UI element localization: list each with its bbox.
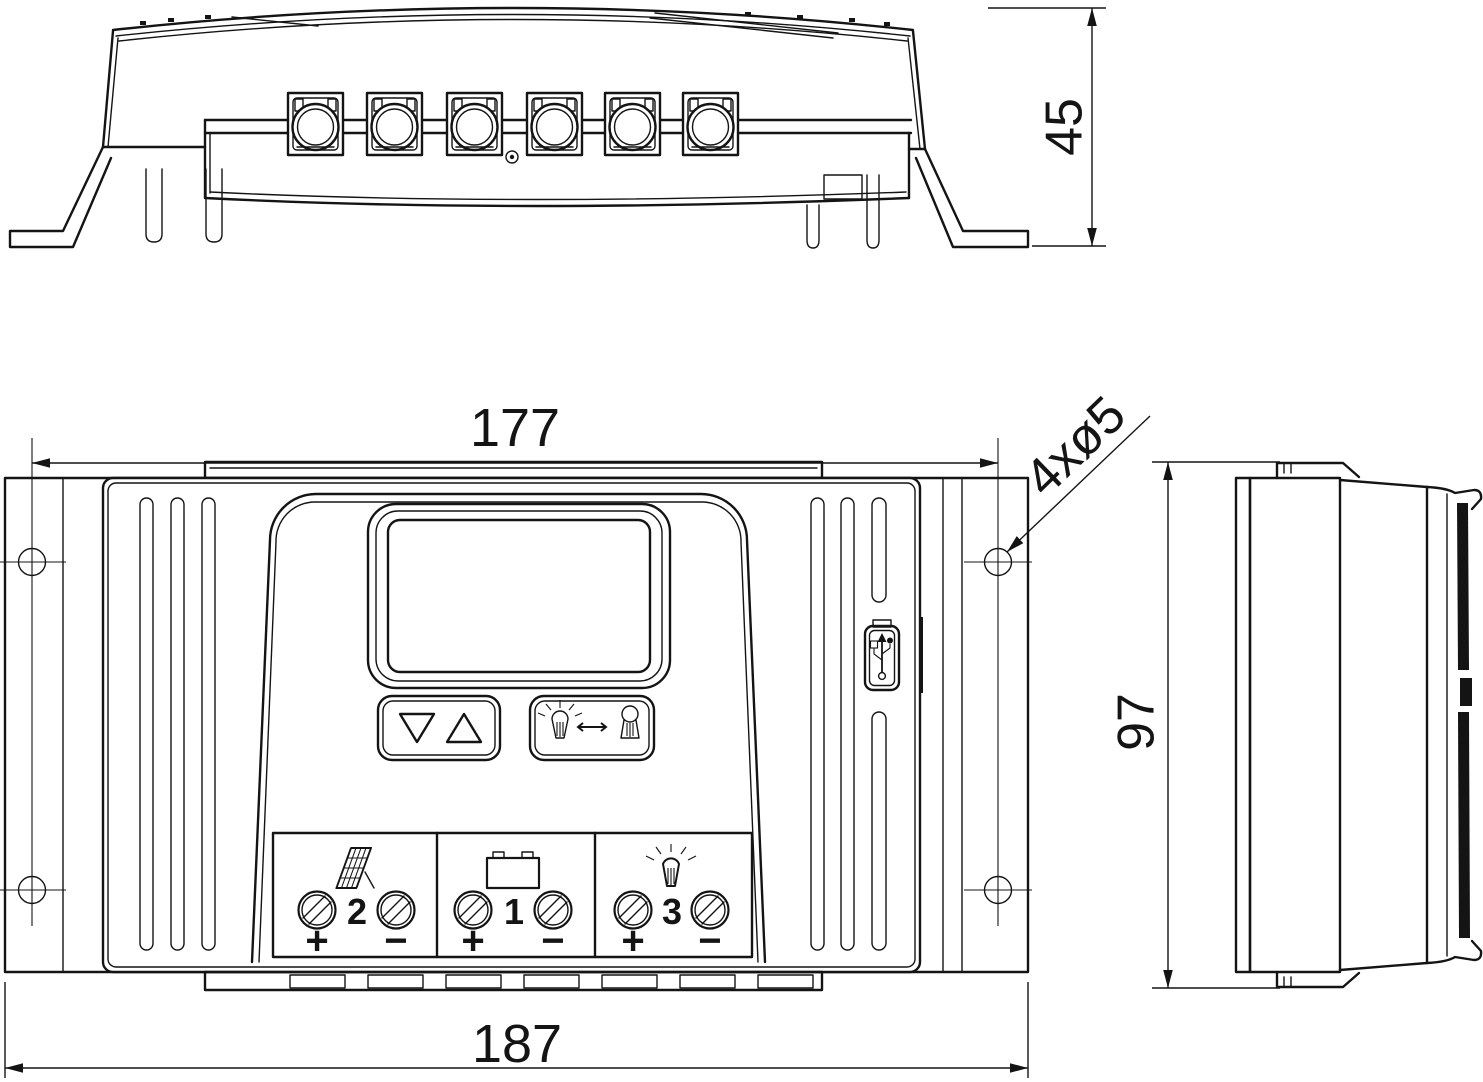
front-view: 2 + − [0, 386, 1151, 1078]
plus-sign: + [461, 919, 484, 963]
top-lid-strip [203, 460, 824, 480]
bottom-clip-tab [1275, 970, 1361, 989]
dim-label-187: 187 [472, 1014, 562, 1074]
terminal-block [365, 91, 424, 157]
dimension-97: 97 [1108, 461, 1280, 989]
screw-terminal[interactable] [533, 890, 573, 930]
dim-label-97: 97 [1108, 693, 1166, 751]
top-view-body [101, 29, 927, 208]
left-mounting-foot [8, 145, 113, 249]
terminal-block [286, 91, 345, 157]
minus-sign: − [541, 919, 564, 963]
terminal-block [603, 91, 662, 157]
solar-terminal-cell: 2 + − [297, 847, 416, 963]
terminal-block [445, 91, 504, 157]
flange-edge [1234, 476, 1252, 974]
case-screw [505, 150, 519, 164]
top-clip-tab [1275, 461, 1361, 480]
dimension-177: 177 [32, 398, 998, 468]
double-arrow-icon [576, 722, 608, 732]
lamp-off-icon [620, 705, 640, 739]
left-vent-slots [139, 497, 216, 951]
screw-terminal[interactable] [297, 890, 337, 930]
lamp-mode-button[interactable] [528, 694, 656, 762]
plus-sign: + [621, 919, 644, 963]
terminal-block [681, 91, 740, 157]
usb-icon [869, 633, 893, 681]
mounting-holes [0, 547, 1032, 905]
terminal-label-box: 2 + − [271, 831, 754, 963]
right-mounting-foot [914, 147, 1030, 249]
face-panel [250, 492, 767, 964]
side-front-face [1248, 476, 1342, 974]
battery-terminal-cell: 1 + − [453, 851, 573, 963]
lamp-on-icon [537, 700, 583, 739]
plus-sign: + [305, 919, 328, 963]
lamp-terminal-cell: 3 + − [613, 844, 730, 963]
screw-terminal[interactable] [453, 890, 493, 930]
side-view: 97 [1108, 461, 1483, 989]
usb-port [863, 619, 901, 692]
dim-label-177: 177 [470, 398, 560, 458]
right-vent-slots [810, 497, 887, 951]
terminal-block [525, 91, 584, 157]
dim-label-45: 45 [1036, 98, 1094, 156]
terminal-number: 2 [347, 891, 367, 932]
screw-terminal[interactable] [690, 890, 730, 930]
triangle-down-icon [398, 712, 436, 744]
dimension-45: 45 [988, 7, 1106, 247]
lamp-icon [645, 844, 697, 887]
solar-panel-icon [335, 847, 375, 889]
terminal-number: 1 [504, 891, 524, 932]
lcd-display [366, 502, 672, 690]
dimension-187: 187 [4, 982, 1029, 1078]
bottom-legs [145, 168, 880, 249]
minus-sign: − [698, 919, 721, 963]
triangle-up-icon [445, 712, 483, 744]
side-rear-section [1338, 478, 1483, 972]
top-view: 45 [8, 6, 1106, 249]
bottom-strip [203, 970, 824, 992]
screw-terminal[interactable] [376, 890, 416, 930]
terminal-gasket-band [1457, 503, 1472, 938]
lid [111, 6, 915, 42]
terminal-number: 3 [662, 891, 682, 932]
minus-sign: − [384, 919, 407, 963]
battery-icon [485, 851, 541, 890]
screw-terminal[interactable] [613, 890, 653, 930]
terminal-blocks-top [286, 91, 740, 164]
updown-button[interactable] [376, 694, 502, 762]
